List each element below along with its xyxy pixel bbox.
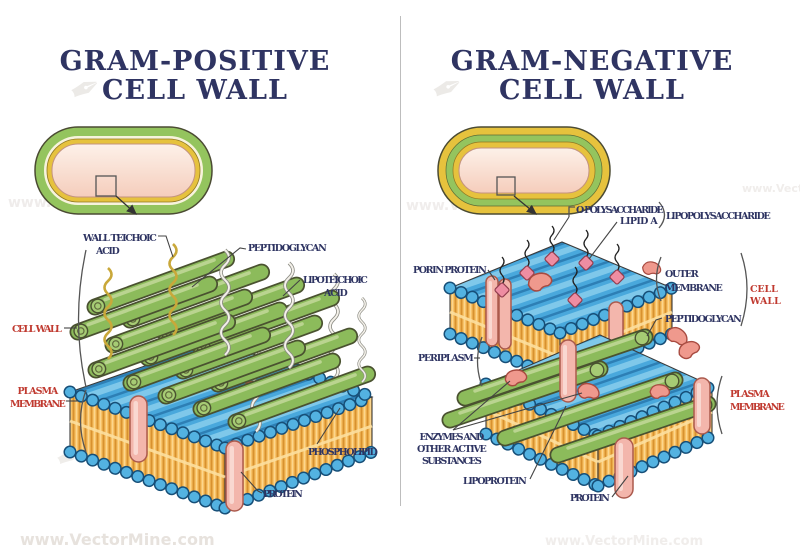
phospholipid-label: PHOSPHOLIPID	[308, 447, 378, 458]
gram-positive-panel: GRAM-POSITIVE CELL WALL	[10, 46, 379, 515]
periplasm-label: PERIPLASM	[418, 353, 474, 364]
zoom-arrow	[513, 195, 538, 215]
gram-negative-labels: O POLYSACCHARIDE LIPID A LIPOPOLYSACCHAR…	[413, 205, 785, 504]
plasma-membrane-label: PLASMA	[18, 386, 59, 397]
protein-label: PROTEIN	[570, 493, 610, 504]
o-polysaccharide-bracket	[568, 206, 575, 217]
plasma-membrane-label: MEMBRANE	[10, 399, 66, 410]
o-polysaccharide-label: O POLYSACCHARIDE	[576, 205, 664, 216]
enzymes-label: OTHER ACTIVE	[417, 444, 487, 455]
outer-membrane-brace	[655, 256, 662, 302]
plasma-membrane-label: PLASMA	[730, 389, 770, 400]
lipoteichoic-acid-label: ACID	[323, 288, 348, 299]
zoom-arrow	[115, 195, 137, 215]
protein-label: PROTEIN	[263, 489, 303, 500]
membrane-proteins	[129, 395, 244, 512]
lipoprotein-label: LIPOPROTEIN	[463, 476, 527, 487]
plasma-membrane-label: MEMBRANE	[730, 402, 785, 413]
lipopolysaccharide-brace	[658, 201, 666, 229]
lipopolysaccharide-label: LIPOPOLYSACCHARIDE	[666, 211, 771, 222]
gram-positive-bacterium	[34, 126, 213, 215]
gram-negative-title-line2: CELL WALL	[499, 75, 685, 106]
cell-wall-brace	[77, 249, 87, 388]
cell-wall-label: WALL	[749, 296, 781, 307]
wall-teichoic-acid-label: WALL TEICHOIC	[82, 233, 157, 244]
outer-membrane-label: OUTER	[665, 269, 699, 280]
zoom-region-box	[496, 176, 516, 196]
watermark-text: www.VectorMine.com	[20, 530, 215, 549]
watermark-text: www.VectorMine.com	[742, 182, 800, 195]
gram-positive-title-line1: GRAM-POSITIVE	[60, 46, 331, 77]
peptidoglycan-layer	[441, 328, 717, 464]
peptidoglycan-label: PEPTIDOGLYCAN	[665, 314, 742, 325]
periplasm-brace	[476, 336, 483, 387]
lipoteichoic-acid-label: LIPOTEICHOIC	[303, 275, 368, 286]
plasma-membrane-brace	[716, 375, 723, 435]
lipoprotein-shape	[559, 339, 577, 403]
wall-teichoic-acid-label: ACID	[95, 246, 120, 257]
cell-wall-label: CELL WALL	[12, 324, 62, 335]
gram-positive-title-line2: CELL WALL	[102, 75, 288, 106]
cell-wall-label: CELL	[750, 284, 778, 295]
enzymes-label: ENZYMES AND	[420, 432, 485, 443]
membrane-proteins	[559, 339, 711, 499]
gram-positive-labels: WALL TEICHOIC ACID PEPTIDOGLYCAN LIPOTEI…	[10, 233, 378, 500]
enzymes-label: SUBSTANCES	[422, 456, 482, 467]
outer-membrane-label: MEMBRANE	[665, 283, 723, 294]
gram-negative-panel: GRAM-NEGATIVE CELL WALL	[413, 46, 785, 504]
gram-negative-title-line1: GRAM-NEGATIVE	[451, 46, 734, 77]
porin-protein-label: PORIN PROTEIN	[413, 265, 487, 276]
peptidoglycan-label: PEPTIDOGLYCAN	[248, 243, 327, 254]
gram-negative-bacterium	[437, 126, 611, 215]
zoom-region-box	[95, 175, 117, 197]
cell-wall-brace	[740, 252, 748, 327]
plasma-membrane-brace	[79, 389, 87, 453]
lipid-a-label: LIPID A	[620, 216, 658, 227]
watermark-text: www.VectorMine.com	[545, 534, 703, 549]
